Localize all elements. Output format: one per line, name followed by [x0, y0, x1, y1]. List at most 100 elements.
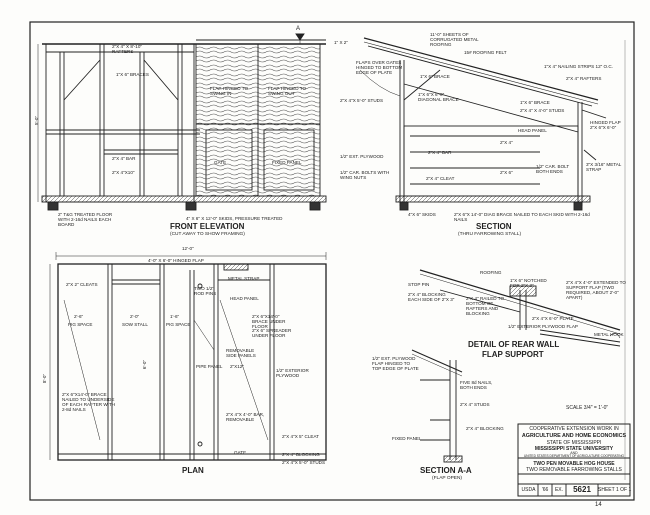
label-fe-skids: 4" X 6" X 12'-0" SKIDS, PRESSURE TREATED	[186, 216, 283, 221]
label-plan-studs: 2"X 4"X 5'-0" STUDS	[282, 460, 326, 465]
label-detail-nailed: 2"X 4" RAILED TO BOTTOM OF RAFTERS AND B…	[466, 296, 505, 316]
section-aa-title: SECTION A-A	[420, 466, 472, 475]
front-elevation-title: FRONT ELEVATION	[170, 222, 245, 231]
label-sec-carbolt2: 1/2" CAR. BOLT BOTH ENDS	[536, 164, 570, 174]
title-block-number: 5621	[573, 485, 591, 494]
detail-title-2: FLAP SUPPORT	[482, 350, 544, 359]
label-plan-bar-removable: 2"X 4"X 4'-0" BAR, REMOVABLE	[226, 412, 265, 422]
label-sec-diag: 1"X 6"X 6'-0" DIAGONAL BRACE	[418, 92, 459, 102]
label-fe-gate: GATE	[214, 160, 227, 165]
label-plan-x12: 2"X12"	[230, 364, 244, 369]
label-plan-head-panel: HEAD PANEL	[230, 296, 259, 301]
plan-title: PLAN	[182, 466, 204, 475]
title-block-line2: AGRICULTURE AND HOME ECONOMICS	[521, 433, 627, 439]
plan-drawing	[49, 252, 327, 461]
label-sec-cleat: 2"X 4" CLEAT	[426, 176, 455, 181]
section-title: SECTION	[476, 222, 512, 231]
label-detail-hole: 1"X 6" NOTCHED FOR 2"X 3"	[510, 278, 547, 288]
label-fe-floor: 2" T&G TREATED FLOOR WITH 2-16d NAILS EA…	[58, 212, 113, 227]
label-plan-cleats: 2"X 2" CLEATS	[66, 282, 98, 287]
label-sec-flaps: FLAPS OVER GATES HINGED TO BOTTOM EDGE O…	[356, 60, 403, 75]
label-plan-ext-ply: 1/2" EXTERIOR PLYWOOD	[276, 368, 309, 378]
label-sec-metal-strap: 3"X 3/16" METAL STRAP	[586, 162, 622, 172]
label-plan-d2: 2'-0"	[130, 314, 140, 319]
label-fe-braces: 1"X 6" BRACES	[116, 72, 149, 77]
section-subtitle: (THRU FARROWING STALL)	[458, 232, 522, 237]
title-block-frame	[517, 423, 631, 497]
title-block-drawing-subtitle: TWO REMOVABLE FARROWING STALLS	[526, 467, 622, 473]
label-plan-metal-strap: METAL STRAP	[228, 276, 260, 281]
label-detail-blocking: 2"X 4" BLOCKING EACH SIDE OF 2"X 3"	[408, 292, 455, 302]
label-sec-hinged-flap: HINGED FLAP 2"X 6"X 6'-0"	[590, 120, 621, 130]
label-plan-brace-bottom: 2"X 6"X14'-0" BRACE NAILED TO UNDERSIDE …	[62, 392, 116, 412]
title-block-line4: MISSISSIPPI STATE UNIVERSITY	[534, 446, 614, 452]
section-aa-drawing	[411, 349, 463, 463]
label-plan-pipe-panel: PIPE PANEL	[196, 364, 223, 369]
label-plan-len2: 6'-0"	[142, 359, 148, 370]
label-sec-rafters: 2"X 4" RAFTERS	[566, 76, 602, 81]
label-aa-scale: SCALE 3/4" = 1'-0"	[566, 405, 609, 411]
label-plan-pig-space-left: PIG SPACE	[68, 322, 93, 327]
label-detail-roofing: ROOFING	[480, 270, 502, 275]
label-plan-pig-space-right: PIG SPACE	[166, 322, 191, 327]
label-fe-top-board: 1" X 2"	[334, 40, 348, 45]
title-block-ex: EX.	[554, 487, 564, 493]
label-fe-fixed-panel: FIXED PANEL	[272, 160, 302, 165]
label-aa-fixed: FIXED PANEL	[392, 436, 422, 441]
label-fe-height: 5'-0"	[34, 115, 40, 126]
detail-title: DETAIL OF REAR WALL	[468, 340, 560, 349]
label-sec-sheets: 11'-0" SHEETS OF CORRUGATED METAL ROOFIN…	[430, 32, 479, 47]
label-aa-blocking: 2"X 4" BLOCKING	[466, 426, 504, 431]
label-detail-ext-flap: 1/2" EXTERIOR PLYWOOD FLAP	[508, 324, 578, 329]
title-block-line6: UNITED STATES DEPARTMENT OF AGRICULTURE …	[524, 454, 624, 458]
label-sec-head: HEAD PANEL	[518, 128, 547, 133]
label-plan-rod-pins: TWO 1/2" ROD PINS	[194, 286, 217, 296]
label-fe-flap-in: FLAP HINGED TO SWING IN	[210, 86, 249, 96]
label-plan-width: 12'-0"	[182, 246, 194, 251]
title-block-line5: AND	[570, 451, 578, 455]
title-block-drawing-title: TWO PEN MOVABLE HOG HOUSE	[533, 461, 615, 467]
label-sec-nailing: 1"X 4" NAILING STRIPS 12" O.C.	[544, 64, 613, 69]
title-block-agency: USDA	[521, 487, 536, 493]
label-sec-studs-left: 2"X 4"X 5'-0" STUDS	[340, 98, 384, 103]
label-fe-bar: 2"X 4" BAR	[112, 156, 136, 161]
label-sec-brace2: 1"X 6" BRACE	[520, 100, 550, 105]
label-plan-removable: REMOVABLE SIDE PANELS	[226, 348, 256, 358]
detail-drawing	[419, 269, 621, 347]
label-sec-studs: 2"X 4" X 4'-0" STUDS	[520, 108, 565, 113]
title-block-sheet: SHEET 1 OF 1	[598, 487, 632, 493]
label-detail-x4: 2"X 4"X 6'-0" PLATE	[532, 316, 574, 321]
label-fe-section-mark: A	[296, 26, 301, 32]
title-block-line1: COOPERATIVE EXTENSION WORK IN	[529, 426, 619, 432]
label-sec-brace: 1"X 6" BRACE	[420, 74, 450, 79]
label-sec-skids: 4"X 6" SKIDS	[408, 212, 436, 217]
front-elevation-drawing	[37, 33, 327, 211]
label-plan-d1: 2'-6"	[74, 314, 84, 319]
title-block-line3: STATE OF MISSISSIPPI	[546, 440, 602, 446]
label-sec-plywood: 1/2" EXT. PLYWOOD	[340, 154, 384, 159]
label-fe-flap-out: FLAP HINGED TO SWING OUT	[268, 86, 307, 96]
label-aa-nails: FIVE 8d NAILS, BOTH ENDS	[460, 380, 493, 390]
label-plan-brace-floor: 2"X 6"X14'-0" BRACE UNDER FLOOR	[252, 314, 286, 329]
label-sec-carbolts: 1/2" CAR. BOLTS WITH WING NUTS	[340, 170, 390, 180]
margin-mark: 14	[595, 502, 602, 508]
label-plan-spreader: 2"X 6" SPREADER UNDER FLOOR	[252, 328, 292, 338]
label-fe-x10: 2"X 4"X10"	[112, 170, 135, 175]
label-sec-bar: 2"X 4" BAR	[428, 150, 452, 155]
label-detail-extended: 2"X 4"X 4'-0" EXTENDED TO SUPPORT FLAP (…	[566, 280, 626, 300]
label-plan-gate: GATE	[234, 450, 247, 455]
label-sec-dim-2x6: 2"X 6"	[500, 170, 513, 175]
front-elevation-subtitle: (CUT AWAY TO SHOW FRAMING)	[170, 232, 245, 237]
label-sec-diag-brace: 2"X 6"X 14'-0" DIAG BRACE NAILED TO EACH…	[454, 212, 590, 222]
label-plan-length: 8'-0"	[42, 373, 48, 384]
label-detail-metal-hook: METAL HOOK	[594, 332, 624, 337]
label-sec-dim-2x4: 2"X 4"	[500, 140, 513, 145]
label-plan-blocking: 2"X 4" BLOCKING	[282, 452, 320, 457]
label-aa-studs: 2"X 4" STUDS	[460, 402, 490, 407]
label-plan-cleat: 2"X 4"X 5" CLEAT	[282, 434, 319, 439]
label-fe-rafters: 2"X 4" X 8'-10" RAFTERS	[112, 44, 143, 54]
label-plan-sow-stall: SOW STALL	[122, 322, 148, 327]
label-detail-stop-pin: STOP PIN	[408, 282, 430, 287]
